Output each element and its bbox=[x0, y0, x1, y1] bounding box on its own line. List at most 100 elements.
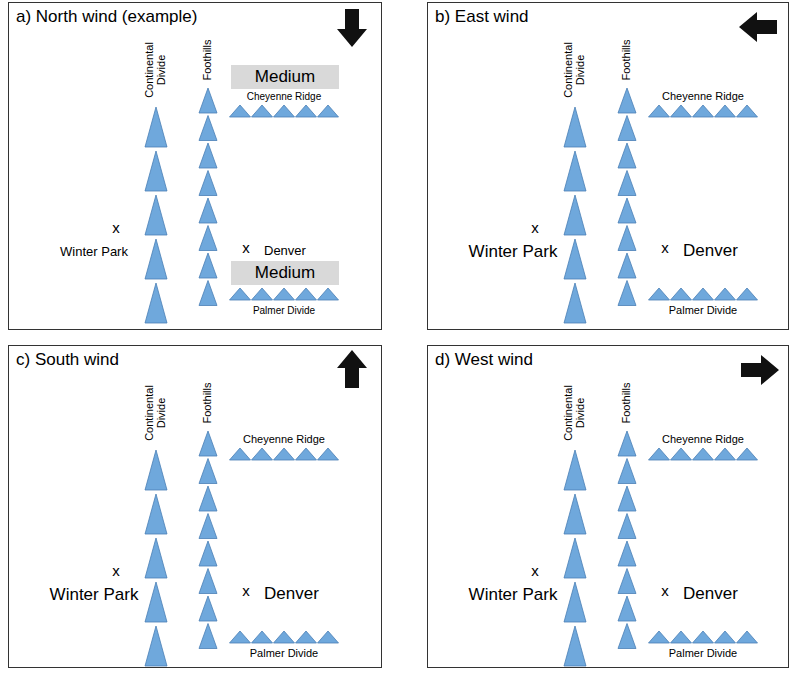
mountain-triangle bbox=[671, 105, 692, 117]
mountain-triangle bbox=[618, 459, 636, 484]
mountain-triangle bbox=[296, 631, 317, 643]
location-marker: x bbox=[661, 583, 669, 599]
mountain-triangle bbox=[671, 288, 692, 300]
mountain-triangle bbox=[715, 288, 736, 300]
mountain-triangle bbox=[649, 105, 670, 117]
wind-panel: b) East windContinental Divide FoothillsC… bbox=[427, 2, 789, 330]
mountain-triangle bbox=[564, 582, 586, 622]
range-label: Continental Divide bbox=[144, 380, 167, 446]
mountain-triangle bbox=[671, 448, 692, 460]
range-label: Foothills bbox=[621, 40, 633, 81]
mountain-triangle bbox=[199, 171, 217, 196]
mountain-triangle bbox=[649, 631, 670, 643]
mountain-triangle bbox=[199, 143, 217, 168]
wind-arrow bbox=[739, 12, 777, 42]
range-label: Continental Divide bbox=[144, 37, 167, 103]
mountain-triangle bbox=[230, 105, 251, 117]
mountain-triangle bbox=[145, 538, 167, 578]
panel-title: c) South wind bbox=[16, 350, 119, 370]
mountain-triangle bbox=[715, 448, 736, 460]
range-label: Foothills bbox=[202, 383, 214, 424]
wind-panel: a) North wind (example)MediumMediumConti… bbox=[8, 2, 382, 330]
mountain-triangle bbox=[564, 195, 586, 235]
ridge-label: Palmer Divide bbox=[253, 306, 315, 317]
mountain-triangle bbox=[199, 88, 217, 113]
wind-panel: c) South windContinental Divide Foothills… bbox=[8, 345, 382, 668]
mountain-triangle bbox=[145, 239, 167, 279]
range-label: Continental Divide bbox=[563, 37, 586, 103]
intensity-box: Medium bbox=[231, 261, 339, 285]
mountain-triangle bbox=[252, 631, 273, 643]
town-label: Winter Park bbox=[60, 245, 128, 259]
mountain-triangle bbox=[715, 105, 736, 117]
mountain-triangle bbox=[564, 494, 586, 534]
wind-arrow bbox=[337, 9, 367, 47]
mountain-triangle bbox=[715, 631, 736, 643]
mountain-triangle bbox=[199, 116, 217, 141]
mountain-triangle bbox=[145, 195, 167, 235]
intensity-text: Medium bbox=[255, 263, 315, 283]
mountain-triangle bbox=[618, 116, 636, 141]
mountain-triangle bbox=[199, 198, 217, 223]
mountain-triangle bbox=[199, 569, 217, 594]
mountain-triangle bbox=[145, 283, 167, 323]
mountain-triangle bbox=[564, 283, 586, 323]
city-label: Denver bbox=[264, 244, 306, 258]
mountain-triangle bbox=[318, 631, 339, 643]
city-label: Denver bbox=[264, 585, 319, 603]
mountain-triangle bbox=[671, 631, 692, 643]
wind-arrow bbox=[337, 350, 367, 388]
mountain-triangle bbox=[199, 514, 217, 539]
mountain-triangle bbox=[199, 253, 217, 278]
mountain-triangle bbox=[618, 514, 636, 539]
mountain-triangle bbox=[145, 494, 167, 534]
ridge-label: Cheyenne Ridge bbox=[243, 434, 325, 446]
mountain-triangle bbox=[145, 582, 167, 622]
mountain-triangle bbox=[564, 151, 586, 191]
wind-arrow bbox=[741, 355, 779, 385]
ridge-label: Palmer Divide bbox=[669, 305, 737, 317]
mountain-triangle bbox=[230, 288, 251, 300]
mountain-triangle bbox=[145, 107, 167, 147]
city-label: Denver bbox=[683, 242, 738, 260]
mountain-triangle bbox=[618, 541, 636, 566]
mountain-triangle bbox=[274, 448, 295, 460]
mountain-triangle bbox=[618, 226, 636, 251]
mountain-triangle bbox=[737, 105, 758, 117]
mountain-triangle bbox=[145, 450, 167, 490]
panel-title: d) West wind bbox=[435, 350, 533, 370]
mountain-triangle bbox=[296, 105, 317, 117]
mountain-triangle bbox=[618, 281, 636, 306]
mountain-triangle bbox=[564, 450, 586, 490]
mountain-triangle bbox=[693, 631, 714, 643]
mountain-triangle bbox=[230, 631, 251, 643]
mountain-triangle bbox=[274, 105, 295, 117]
mountain-triangle bbox=[199, 226, 217, 251]
ridge-label: Palmer Divide bbox=[669, 648, 737, 660]
ridge-label: Cheyenne Ridge bbox=[662, 434, 744, 446]
mountain-triangle bbox=[199, 459, 217, 484]
town-label: Winter Park bbox=[469, 586, 558, 604]
mountain-triangle bbox=[618, 624, 636, 649]
location-marker: x bbox=[242, 583, 250, 599]
panel-title: a) North wind (example) bbox=[16, 7, 197, 27]
mountain-triangle bbox=[274, 631, 295, 643]
panel-title: b) East wind bbox=[435, 7, 529, 27]
mountain-triangle bbox=[199, 624, 217, 649]
mountain-triangle bbox=[564, 538, 586, 578]
mountain-triangle bbox=[737, 631, 758, 643]
mountain-triangle bbox=[618, 486, 636, 511]
mountain-triangle bbox=[618, 171, 636, 196]
location-marker: x bbox=[661, 240, 669, 256]
ridge-label: Cheyenne Ridge bbox=[662, 91, 744, 103]
location-marker: x bbox=[112, 220, 120, 236]
intensity-text: Medium bbox=[255, 67, 315, 87]
mountain-triangle bbox=[618, 143, 636, 168]
mountain-triangle bbox=[564, 239, 586, 279]
mountain-triangle bbox=[649, 288, 670, 300]
mountain-triangle bbox=[737, 288, 758, 300]
mountain-triangle bbox=[145, 151, 167, 191]
location-marker: x bbox=[531, 563, 539, 579]
mountain-triangle bbox=[737, 448, 758, 460]
mountain-triangle bbox=[199, 281, 217, 306]
